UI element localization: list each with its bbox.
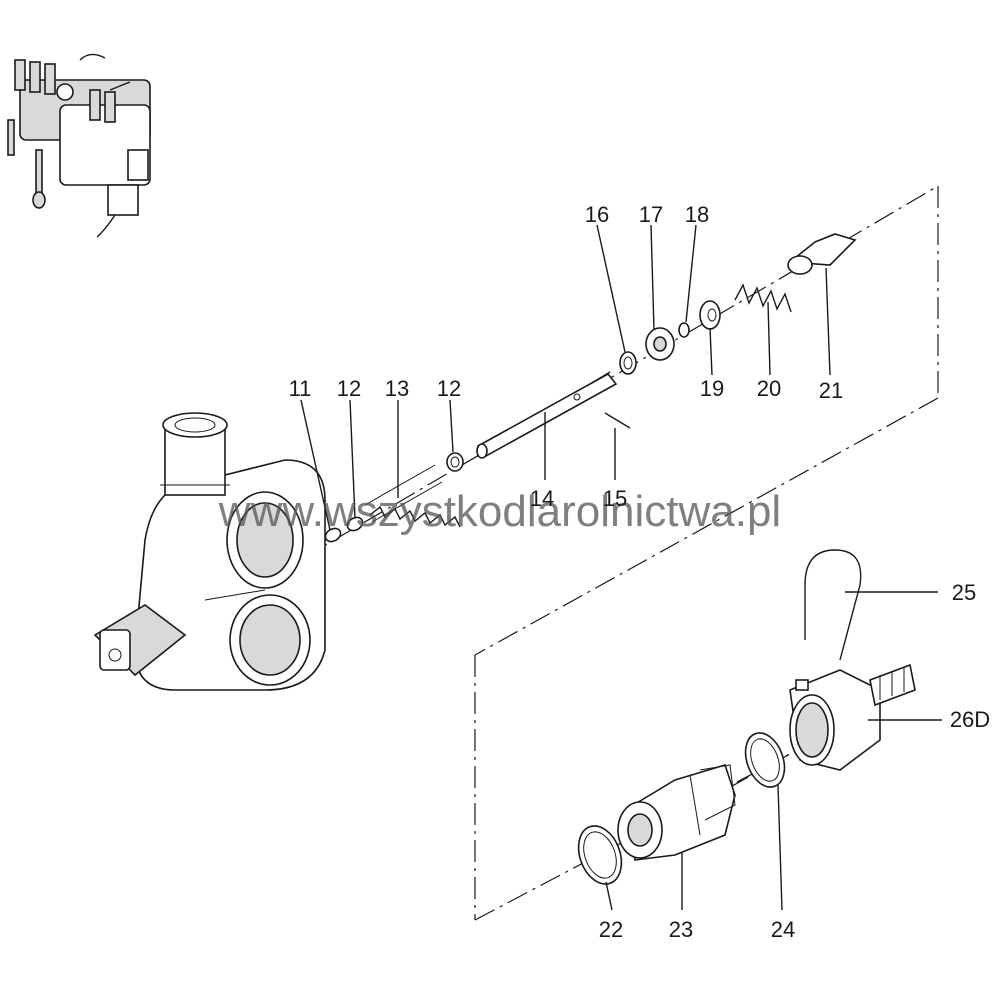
part-20-spring <box>734 283 792 313</box>
label-part-25: 25 <box>952 580 976 605</box>
part-22-seal-ring <box>577 825 623 885</box>
part-12-washer <box>346 516 364 532</box>
label-part-11: 11 <box>289 376 312 401</box>
label-part-19: 19 <box>700 376 724 401</box>
label-part-21: 21 <box>819 378 843 403</box>
label-part-12-b: 12 <box>437 376 461 401</box>
assembly-thumbnail <box>7 53 151 238</box>
part-19-washer <box>699 300 721 330</box>
label-part-18: 18 <box>685 202 709 227</box>
label-part-15: 15 <box>603 486 627 511</box>
part-13-spring <box>364 464 461 528</box>
label-part-17: 17 <box>639 202 663 227</box>
label-part-14: 14 <box>530 486 554 511</box>
part-21-valve <box>787 233 857 275</box>
label-part-26D: 26D <box>950 707 990 732</box>
label-part-13: 13 <box>385 376 409 401</box>
part-15-pin <box>604 412 631 429</box>
label-part-23: 23 <box>669 917 693 942</box>
part-26D-hose-fitting <box>789 663 916 771</box>
part-14-shaft <box>476 371 618 459</box>
part-labels: 11 12 13 12 14 15 16 17 18 19 20 21 22 2… <box>289 202 991 942</box>
upper-dashed-frame <box>299 185 939 656</box>
part-18-oring <box>678 322 690 338</box>
pump-body <box>93 412 326 691</box>
label-part-16: 16 <box>585 202 609 227</box>
label-part-20: 20 <box>757 376 781 401</box>
label-part-12-a: 12 <box>337 376 361 401</box>
label-part-24: 24 <box>771 917 795 942</box>
part-17-bushing <box>645 327 675 361</box>
part-23-nipple <box>617 764 736 861</box>
label-part-22: 22 <box>599 917 623 942</box>
part-16-circlip <box>619 351 637 375</box>
watermark-text: www.wszystkodlarolnictwa.pl <box>218 487 781 536</box>
part-12-washer-b <box>446 452 464 472</box>
leader-lines <box>300 224 942 911</box>
part-24-seal-ring <box>744 732 786 788</box>
part-25-clip <box>804 549 862 661</box>
